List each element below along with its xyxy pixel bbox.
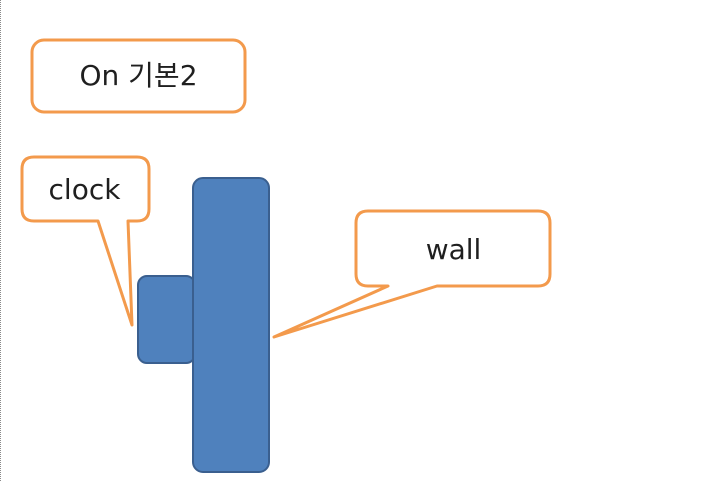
wall-shape bbox=[192, 177, 270, 473]
wall-label: wall bbox=[425, 233, 482, 266]
wall-callout bbox=[272, 209, 552, 339]
left-dotted-border bbox=[0, 0, 1, 481]
title-label: On 기본2 bbox=[79, 59, 198, 92]
title-box bbox=[30, 38, 247, 114]
clock-callout bbox=[20, 155, 151, 327]
clock-shape bbox=[137, 275, 196, 364]
clock-label: clock bbox=[48, 173, 121, 206]
